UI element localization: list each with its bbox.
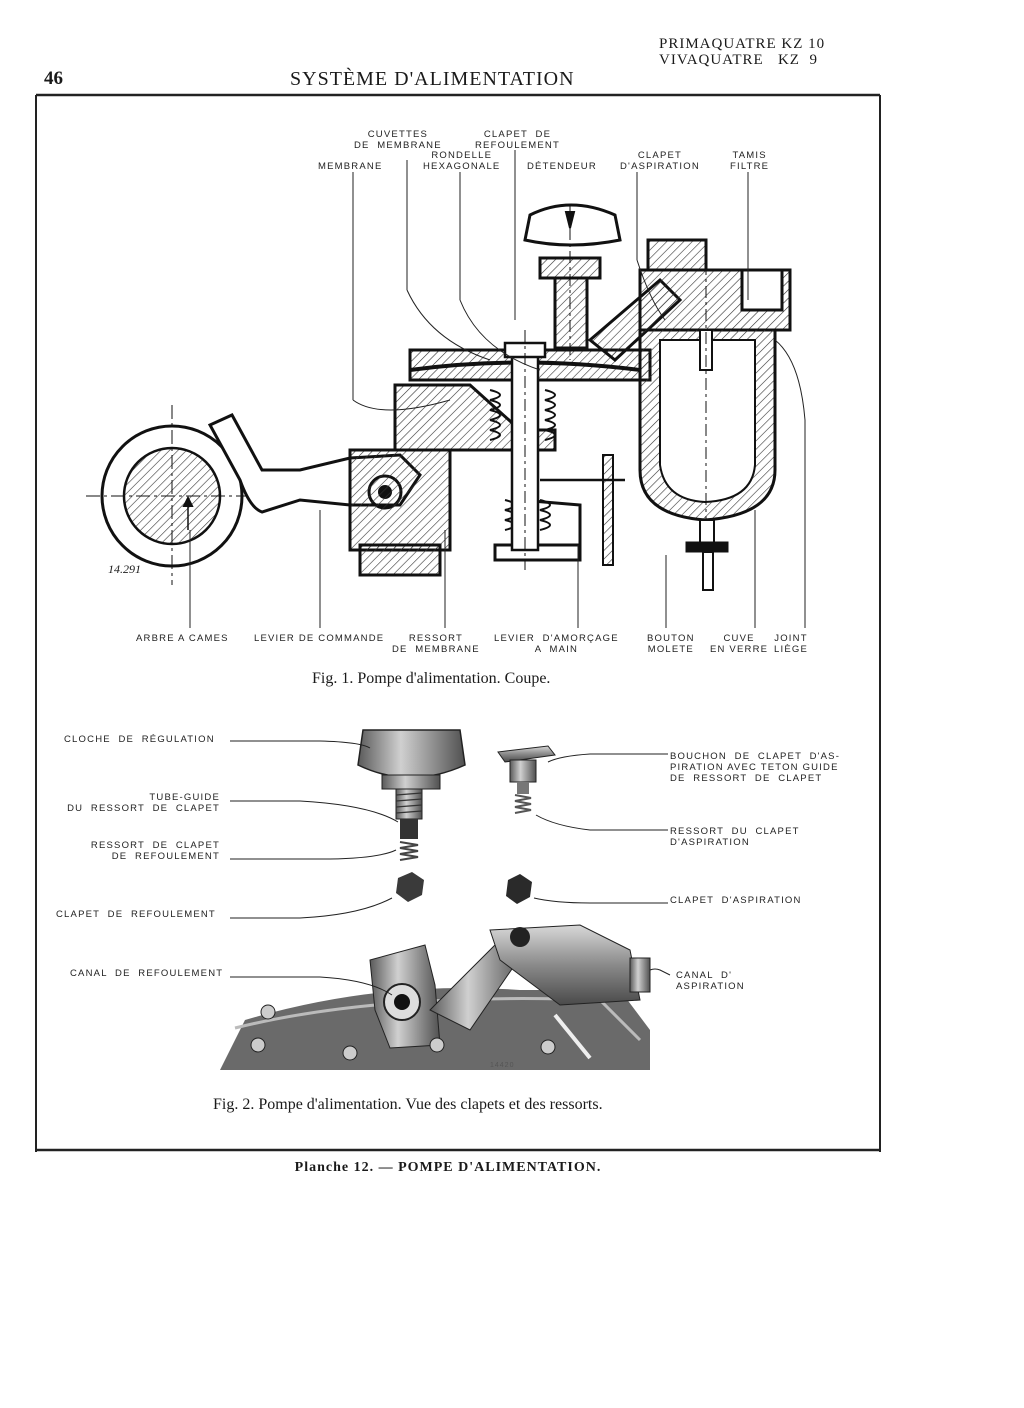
label-arbre-a-cames: ARBRE A CAMES (136, 633, 229, 644)
label-bouchon-de-clapet: BOUCHON DE CLAPET D'AS- PIRATION AVEC TE… (670, 751, 841, 784)
label-detendeur: DÉTENDEUR (527, 161, 597, 172)
label-canal-de-refoulement: CANAL DE REFOULEMENT (70, 968, 224, 979)
page-frame (35, 93, 881, 1152)
label-joint-liege: JOINT LIÈGE (774, 633, 808, 655)
plate-title: Planche 12. — POMPE D'ALIMENTATION. (294, 1160, 602, 1175)
label-cuve-en-verre: CUVE EN VERRE (710, 633, 769, 655)
label-cloche-de-regulation: CLOCHE DE RÉGULATION (64, 734, 215, 745)
label-ressort-de-membrane: RESSORT DE MEMBRANE (392, 633, 480, 655)
label-clapet-de-refoulement: CLAPET DE REFOULEMENT (475, 129, 560, 151)
fig1-caption: Fig. 1. Pompe d'alimentation. Coupe. (312, 670, 551, 687)
label-levier-de-commande: LEVIER DE COMMANDE (254, 633, 385, 644)
label-rondelle-hexagonale: RONDELLE HEXAGONALE (423, 150, 501, 172)
fig2-caption: Fig. 2. Pompe d'alimentation. Vue des cl… (213, 1096, 603, 1113)
label-cuvettes-de-membrane: CUVETTES DE MEMBRANE (354, 129, 442, 151)
page-number: 46 (44, 68, 63, 89)
model-line-1: PRIMAQUATRE KZ 10 (659, 36, 826, 52)
label-tube-guide: TUBE-GUIDE DU RESSORT DE CLAPET (67, 792, 220, 814)
label-ressort-du-clapet-d-aspiration: RESSORT DU CLAPET D'ASPIRATION (670, 826, 800, 848)
fig1-leader-lines (189, 150, 806, 628)
fig1-cross-section-drawing (86, 203, 792, 591)
fig2-leader-lines (230, 740, 671, 996)
label-clapet-d-aspiration: CLAPET D'ASPIRATION (620, 150, 700, 172)
model-line-2: VIVAQUATRE KZ 9 (659, 52, 818, 68)
label-tamis-filtre: TAMIS FILTRE (730, 150, 770, 172)
label-levier-d-amorcage: LEVIER D'AMORÇAGE A MAIN (494, 633, 619, 655)
label-ressort-de-clapet-de-refoulement: RESSORT DE CLAPET DE REFOULEMENT (90, 840, 220, 862)
label-canal-d-aspiration: CANAL D' ASPIRATION (676, 970, 745, 992)
fig1-drawing-number: 14.291 (108, 562, 141, 576)
label-clapet-de-refoulement-fig2: CLAPET DE REFOULEMENT (56, 909, 216, 920)
fig2-photo-number: 14420 (490, 1062, 515, 1069)
fig2-photo-illustration (220, 729, 651, 1070)
label-membrane: MEMBRANE (318, 161, 383, 172)
section-title: SYSTÈME D'ALIMENTATION (290, 68, 575, 90)
label-bouton-molete: BOUTON MOLETE (647, 633, 695, 655)
label-clapet-d-aspiration-fig2: CLAPET D'ASPIRATION (670, 895, 802, 906)
